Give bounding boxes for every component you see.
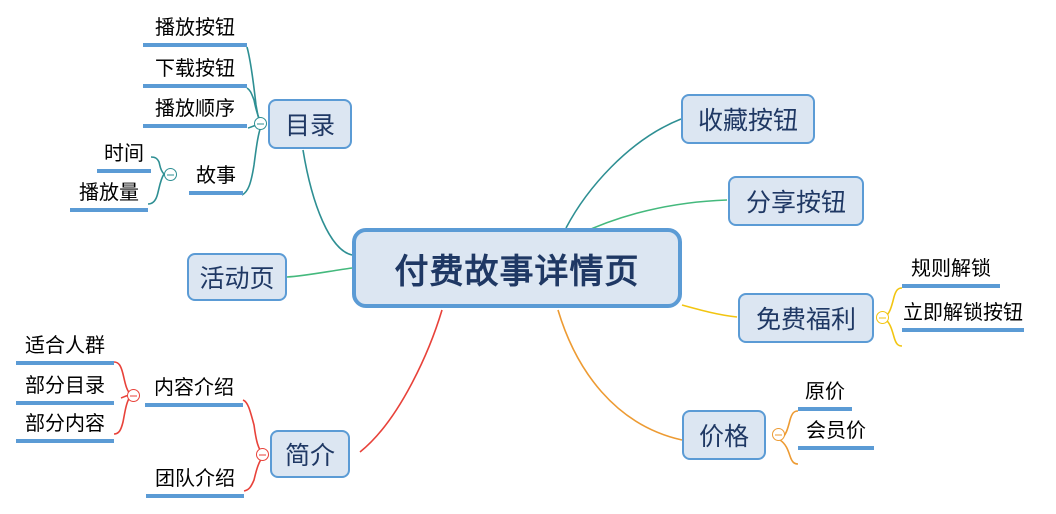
- collapse-toggle-free-benefits[interactable]: [876, 311, 889, 324]
- leaf-suitable-people-label: 适合人群: [25, 335, 105, 357]
- leaf-unlock-now-button[interactable]: 立即解锁按钮: [902, 302, 1024, 332]
- leaf-rule-unlock[interactable]: 规则解锁: [902, 258, 1000, 288]
- node-free-benefits[interactable]: 免费福利: [738, 293, 874, 343]
- leaf-team-intro[interactable]: 团队介绍: [146, 468, 244, 498]
- leaf-partial-content-label: 部分内容: [25, 413, 105, 435]
- leaf-partial-catalog[interactable]: 部分目录: [16, 375, 114, 405]
- node-favorite-button[interactable]: 收藏按钮: [681, 94, 815, 144]
- leaf-play-order[interactable]: 播放顺序: [143, 97, 247, 128]
- leaf-play-count-label: 播放量: [79, 182, 139, 204]
- node-catalog-label: 目录: [284, 112, 335, 140]
- collapse-toggle-content-intro[interactable]: [127, 389, 140, 402]
- collapse-toggle-catalog[interactable]: [254, 117, 267, 130]
- leaf-team-intro-label: 团队介绍: [155, 468, 235, 490]
- leaf-suitable-people[interactable]: 适合人群: [16, 335, 114, 365]
- leaf-original-price-label: 原价: [805, 381, 845, 403]
- node-intro[interactable]: 简介: [270, 430, 350, 478]
- leaf-content-intro[interactable]: 内容介绍: [145, 377, 243, 407]
- root-node-label: 付费故事详情页: [394, 252, 640, 291]
- leaf-original-price[interactable]: 原价: [798, 381, 852, 411]
- node-activity-page-label: 活动页: [199, 265, 275, 293]
- leaf-story[interactable]: 故事: [189, 164, 243, 195]
- leaf-partial-content[interactable]: 部分内容: [16, 413, 114, 443]
- leaf-download-button-label: 下载按钮: [155, 58, 235, 80]
- node-price-label: 价格: [698, 423, 749, 451]
- leaf-member-price-label: 会员价: [806, 420, 866, 442]
- leaf-play-order-label: 播放顺序: [155, 98, 235, 120]
- collapse-toggle-story[interactable]: [164, 168, 177, 181]
- leaf-play-button-label: 播放按钮: [155, 17, 235, 39]
- leaf-play-button[interactable]: 播放按钮: [143, 16, 247, 47]
- node-price[interactable]: 价格: [682, 410, 766, 460]
- node-share-button[interactable]: 分享按钮: [728, 176, 864, 226]
- node-favorite-button-label: 收藏按钮: [697, 107, 798, 135]
- node-free-benefits-label: 免费福利: [755, 306, 856, 334]
- leaf-member-price[interactable]: 会员价: [798, 420, 874, 450]
- leaf-partial-catalog-label: 部分目录: [25, 375, 105, 397]
- leaf-rule-unlock-label: 规则解锁: [911, 258, 991, 280]
- node-catalog[interactable]: 目录: [268, 99, 352, 149]
- leaf-unlock-now-button-label: 立即解锁按钮: [903, 302, 1023, 324]
- node-intro-label: 简介: [284, 442, 335, 470]
- leaf-time[interactable]: 时间: [97, 142, 151, 173]
- leaf-download-button[interactable]: 下载按钮: [143, 57, 247, 88]
- collapse-toggle-price[interactable]: [772, 428, 785, 441]
- leaf-time-label: 时间: [104, 143, 144, 165]
- node-activity-page[interactable]: 活动页: [187, 253, 287, 301]
- leaf-story-label: 故事: [196, 165, 236, 187]
- leaf-content-intro-label: 内容介绍: [154, 377, 234, 399]
- collapse-toggle-intro[interactable]: [256, 448, 269, 461]
- node-share-button-label: 分享按钮: [745, 189, 846, 217]
- leaf-play-count[interactable]: 播放量: [70, 181, 148, 212]
- root-node[interactable]: 付费故事详情页: [352, 228, 682, 308]
